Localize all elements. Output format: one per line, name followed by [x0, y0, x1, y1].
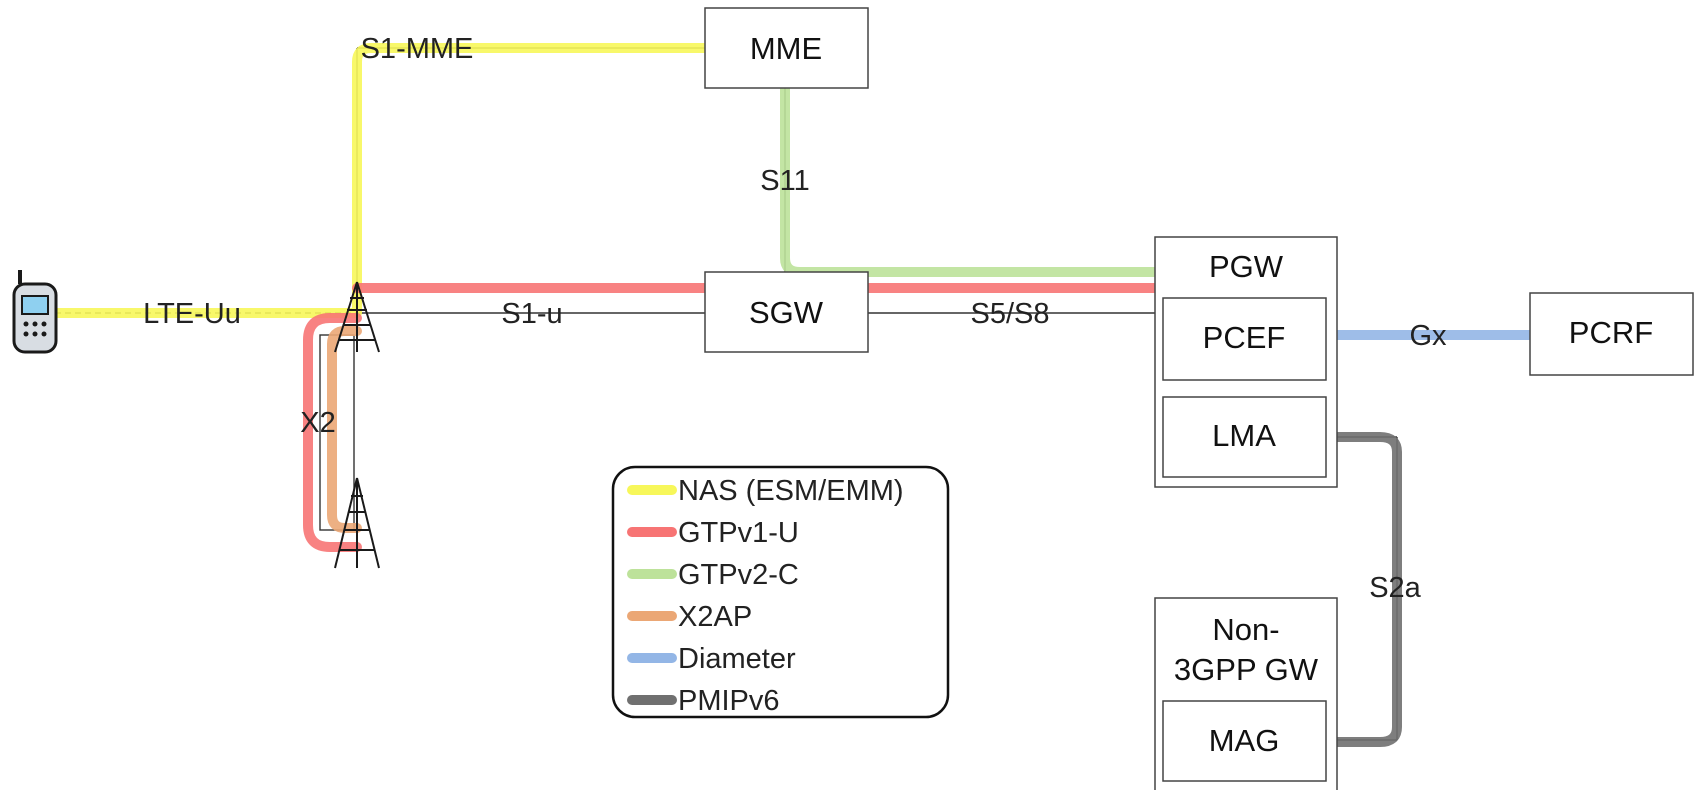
s1-mme-label: S1-MME — [361, 33, 474, 65]
mme-box — [704, 7, 869, 89]
x2-label: X2 — [300, 407, 335, 439]
gtpv1-u-path-x2 — [303, 313, 362, 552]
mag-label: MAG — [1209, 723, 1280, 758]
lma-box — [1162, 396, 1327, 478]
lte-uu-label: LTE-Uu — [143, 298, 241, 330]
x2ap-path — [327, 326, 362, 533]
sgw-label: SGW — [749, 295, 824, 330]
pcrf-label: PCRF — [1569, 315, 1653, 350]
s1-u-label: S1-u — [501, 298, 562, 330]
lma-label: LMA — [1212, 418, 1276, 453]
gx-label: Gx — [1409, 320, 1447, 352]
enodeb-tower-icon — [334, 477, 380, 569]
pcrf-box — [1529, 292, 1694, 376]
mme-label: MME — [750, 31, 822, 66]
legend-label: GTPv2-C — [678, 559, 799, 591]
pgw-label: PGW — [1209, 249, 1284, 284]
legend-box — [611, 465, 950, 719]
pmipv6-path — [1322, 432, 1402, 747]
gtpv2-c-path — [780, 83, 1160, 277]
nas-path — [35, 43, 713, 318]
legend-label: X2AP — [678, 601, 752, 633]
pcef-label: PCEF — [1203, 320, 1286, 355]
pcef-box — [1162, 297, 1327, 381]
s11-label: S11 — [760, 165, 809, 197]
legend: NAS (ESM/EMM) GTPv1-U GTPv2-C X2AP DiameterP… — [611, 465, 950, 719]
non-3gpp-gw-label-line2: 3GPP GW — [1174, 652, 1319, 687]
s5-s8-label: S5/S8 — [971, 298, 1050, 330]
mobile-phone-icon — [12, 270, 58, 354]
enodeb-tower-icon — [334, 281, 380, 353]
mag-box — [1162, 700, 1327, 782]
legend-label: GTPv1-U — [678, 517, 799, 549]
legend-label: NAS (ESM/EMM) — [678, 475, 904, 507]
non-3gpp-gw-label-line1: Non- — [1212, 612, 1279, 647]
legend-label: Diameter — [678, 643, 796, 675]
sgw-box — [704, 271, 869, 353]
s2a-label: S2a — [1369, 572, 1421, 604]
legend-label: PMIPv6 — [678, 685, 780, 717]
